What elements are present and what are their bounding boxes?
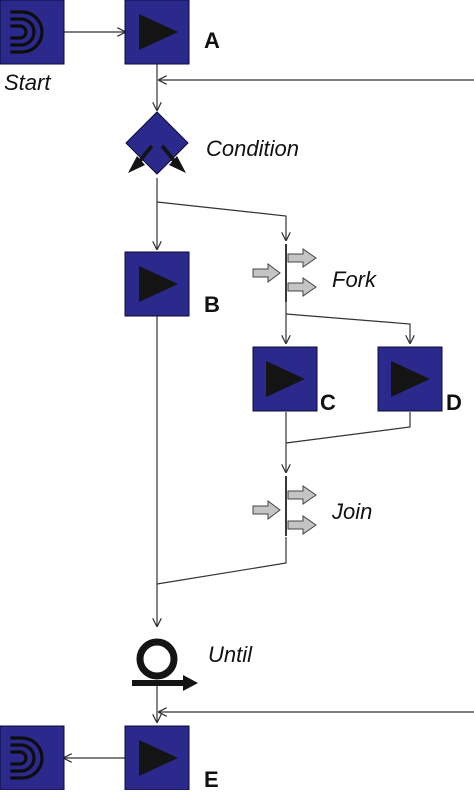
activity-b-box[interactable] [124,251,190,317]
condition-diamond-icon[interactable] [125,111,189,175]
fork-icon[interactable] [252,244,317,302]
label-fork: Fork [332,267,376,292]
activity-c-box[interactable] [252,346,318,412]
join-icon[interactable] [252,476,317,536]
label-d: D [446,390,462,415]
play-icon [266,361,305,397]
label-c: C [320,390,336,415]
label-b: B [204,292,220,317]
label-a: A [204,28,220,53]
end-icon[interactable] [0,725,65,790]
label-join: Join [332,499,373,524]
edge-join-to-until [156,537,287,585]
start-icon[interactable] [0,0,65,65]
play-icon [139,740,178,776]
activity-e-box[interactable] [124,725,190,790]
edge-d-to-join [285,412,411,444]
activity-d-box[interactable] [377,346,443,412]
edge-fork-to-d [285,313,410,343]
label-start: Start [4,70,51,95]
label-condition: Condition [206,136,299,161]
edge-condition-to-fork [156,201,286,240]
play-icon [139,14,178,50]
play-icon [139,266,178,302]
label-until: Until [208,642,253,667]
connectors [64,32,474,758]
activity-a-box[interactable] [124,0,190,65]
label-e: E [204,767,219,792]
loop-icon[interactable] [132,638,198,691]
play-icon [391,361,430,397]
